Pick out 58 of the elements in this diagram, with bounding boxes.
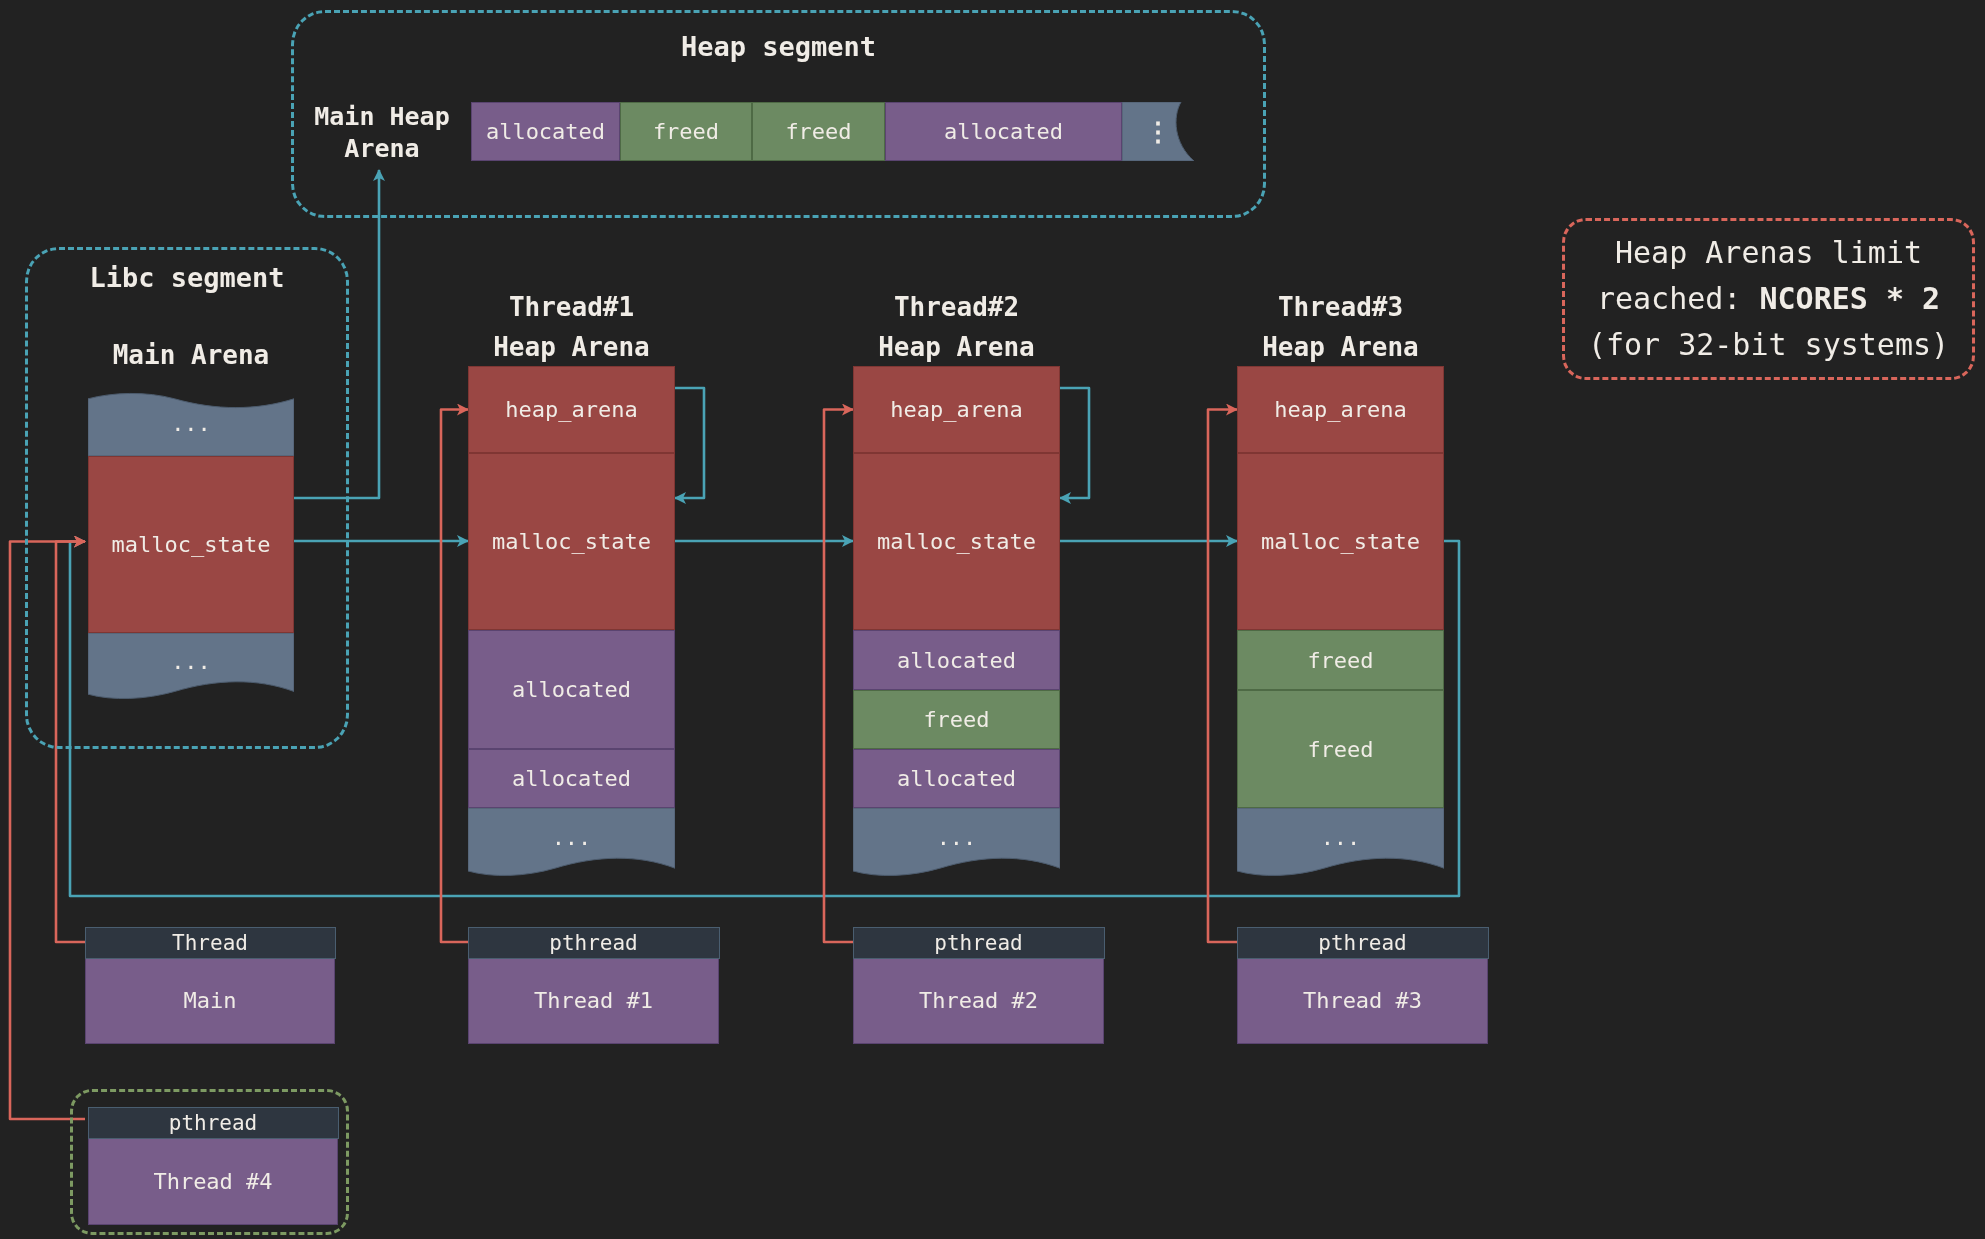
arrow xyxy=(8,535,86,1121)
segment-outline xyxy=(25,247,349,749)
memory-chunk: freed xyxy=(853,690,1060,749)
memory-chunk: malloc_state xyxy=(853,453,1060,630)
thread-box xyxy=(85,927,335,1044)
thread-header: pthread xyxy=(467,926,720,959)
segment-title: Heap segment xyxy=(680,31,877,62)
column-heading: Thread#3 Heap Arena xyxy=(1261,291,1420,364)
memory-chunk: allocated xyxy=(885,102,1122,161)
group-outline xyxy=(70,1089,349,1235)
thread-header: pthread xyxy=(852,926,1105,959)
memory-chunk: heap_arena xyxy=(1237,366,1444,453)
memory-chunk: freed xyxy=(1237,630,1444,690)
thread-header: Thread xyxy=(84,926,336,959)
memory-chunk: malloc_state xyxy=(1237,453,1444,630)
memory-chunk: ... xyxy=(468,808,675,878)
memory-chunk: ... xyxy=(1237,808,1444,878)
memory-chunk: ... xyxy=(853,808,1060,878)
column-heading: Thread#1 Heap Arena xyxy=(492,291,651,364)
memory-chunk: freed xyxy=(1237,690,1444,808)
segment-title: Libc segment xyxy=(89,262,285,293)
arrow xyxy=(1060,535,1238,547)
column-heading: Main Arena xyxy=(111,339,271,372)
thread-box xyxy=(1237,927,1488,1044)
segment-outline xyxy=(291,10,1266,218)
column-heading: Thread#2 Heap Arena xyxy=(877,291,1036,364)
arena-label: Main Heap Arena xyxy=(299,93,465,173)
memory-chunk: heap_arena xyxy=(853,366,1060,453)
note-box: Heap Arenas limit reached: NCORES * 2 (for 32-bit systems) xyxy=(1562,218,1975,380)
memory-chunk: malloc_state xyxy=(468,453,675,630)
thread-box xyxy=(88,1107,338,1225)
thread-name: Thread #1 xyxy=(532,987,655,1016)
thread-header: pthread xyxy=(87,1106,339,1139)
arrow xyxy=(675,535,854,547)
arrow xyxy=(439,403,469,944)
memory-chunk: ⋮ xyxy=(1122,102,1194,161)
arrow xyxy=(822,403,854,944)
memory-chunk: allocated xyxy=(853,630,1060,690)
memory-chunk: freed xyxy=(620,102,752,161)
memory-chunk: ... xyxy=(88,633,294,701)
thread-name: Thread #4 xyxy=(152,1167,274,1196)
memory-chunk: allocated xyxy=(853,749,1060,808)
memory-chunk: allocated xyxy=(468,630,675,749)
arrow xyxy=(674,386,706,504)
memory-chunk: allocated xyxy=(471,102,620,161)
thread-box xyxy=(468,927,719,1044)
thread-box xyxy=(853,927,1104,1044)
thread-name: Main xyxy=(182,987,238,1016)
memory-chunk: allocated xyxy=(468,749,675,808)
thread-name: Thread #2 xyxy=(917,987,1040,1016)
memory-chunk: freed xyxy=(752,102,885,161)
memory-chunk: ... xyxy=(88,391,294,456)
memory-chunk: heap_arena xyxy=(468,366,675,453)
memory-chunk: malloc_state xyxy=(88,456,294,633)
thread-header: pthread xyxy=(1236,926,1489,959)
thread-name: Thread #3 xyxy=(1301,987,1424,1016)
arrow xyxy=(1206,403,1238,944)
arrow xyxy=(1059,386,1091,504)
